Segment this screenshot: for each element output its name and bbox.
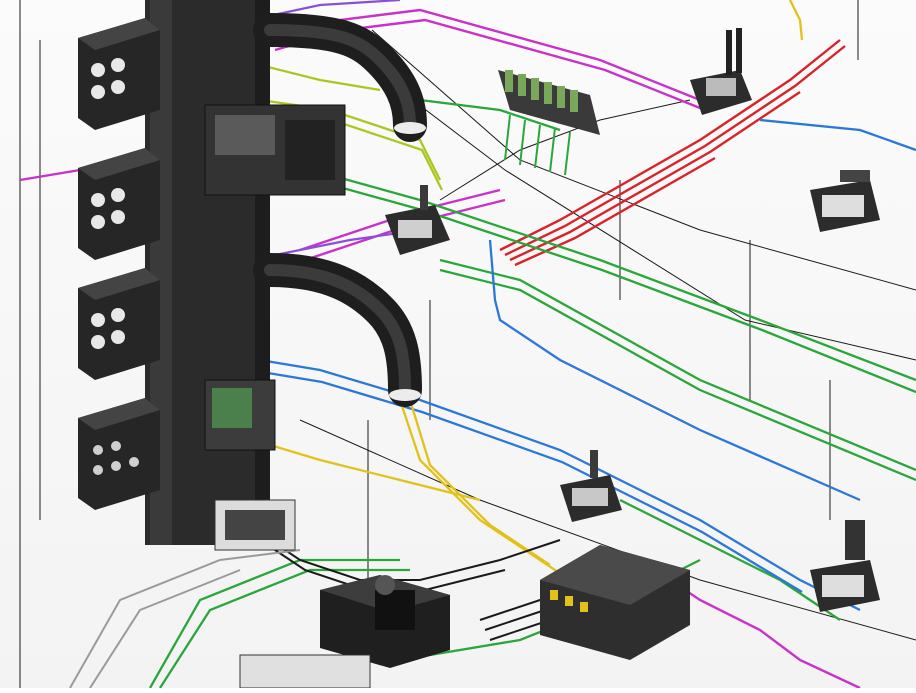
wire-bundle-blue xyxy=(259,118,916,612)
connector-plug-3 xyxy=(810,170,880,232)
reference-lines xyxy=(19,0,916,688)
relay-module-4 xyxy=(78,398,160,510)
hose-lower xyxy=(253,253,422,407)
terminal-block-3 xyxy=(214,499,296,551)
bottom-connector-strip xyxy=(239,654,371,689)
wire-bundle-red xyxy=(499,39,846,267)
junction-unit xyxy=(320,575,450,668)
fuse-board xyxy=(498,70,600,176)
relay-module-3 xyxy=(78,268,160,380)
relay-module-1 xyxy=(78,18,160,130)
relay-module-2 xyxy=(78,148,160,260)
hose-upper xyxy=(253,13,427,142)
connector-plug-4 xyxy=(560,450,622,522)
connector-plug-1 xyxy=(690,28,752,115)
control-box xyxy=(540,545,690,660)
relay-tower xyxy=(78,0,346,551)
hose-upper-outlet xyxy=(394,122,426,134)
wire-bundle-grey xyxy=(69,549,301,689)
terminal-block-1 xyxy=(204,104,346,196)
connector-plug-5 xyxy=(810,520,880,612)
terminal-block-2 xyxy=(204,379,276,451)
connector-plug-2 xyxy=(385,185,450,255)
hose-lower-outlet xyxy=(389,389,421,401)
